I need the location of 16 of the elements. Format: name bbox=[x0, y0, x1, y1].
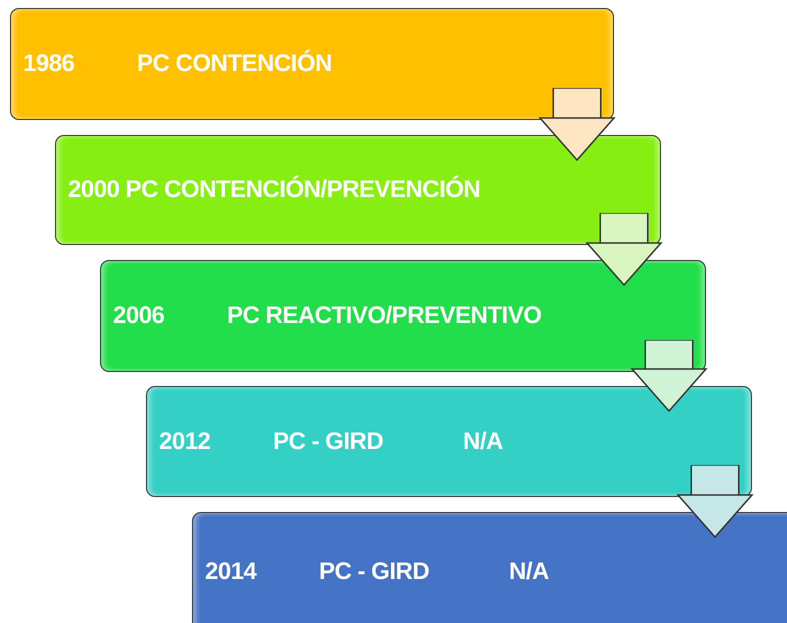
timeline-step-box bbox=[192, 512, 787, 623]
timeline-step-box bbox=[10, 8, 614, 120]
timeline-step-box bbox=[146, 386, 752, 497]
step-text: PC - GIRD bbox=[319, 558, 430, 586]
step-text: 2012 bbox=[159, 428, 210, 456]
step-text: N/A bbox=[509, 558, 549, 586]
step-text: PC - GIRD bbox=[273, 428, 384, 456]
step-text: 2000 PC CONTENCIÓN/PREVENCIÓN bbox=[68, 176, 480, 204]
step-text: N/A bbox=[463, 428, 503, 456]
timeline-step-box bbox=[55, 135, 661, 245]
step-text: PC CONTENCIÓN bbox=[137, 50, 332, 78]
step-text: 1986 bbox=[23, 50, 74, 78]
timeline-step-box bbox=[100, 260, 706, 372]
step-text: 2006 bbox=[113, 302, 164, 330]
step-text: PC REACTIVO/PREVENTIVO bbox=[227, 302, 542, 330]
step-text: 2014 bbox=[205, 558, 256, 586]
